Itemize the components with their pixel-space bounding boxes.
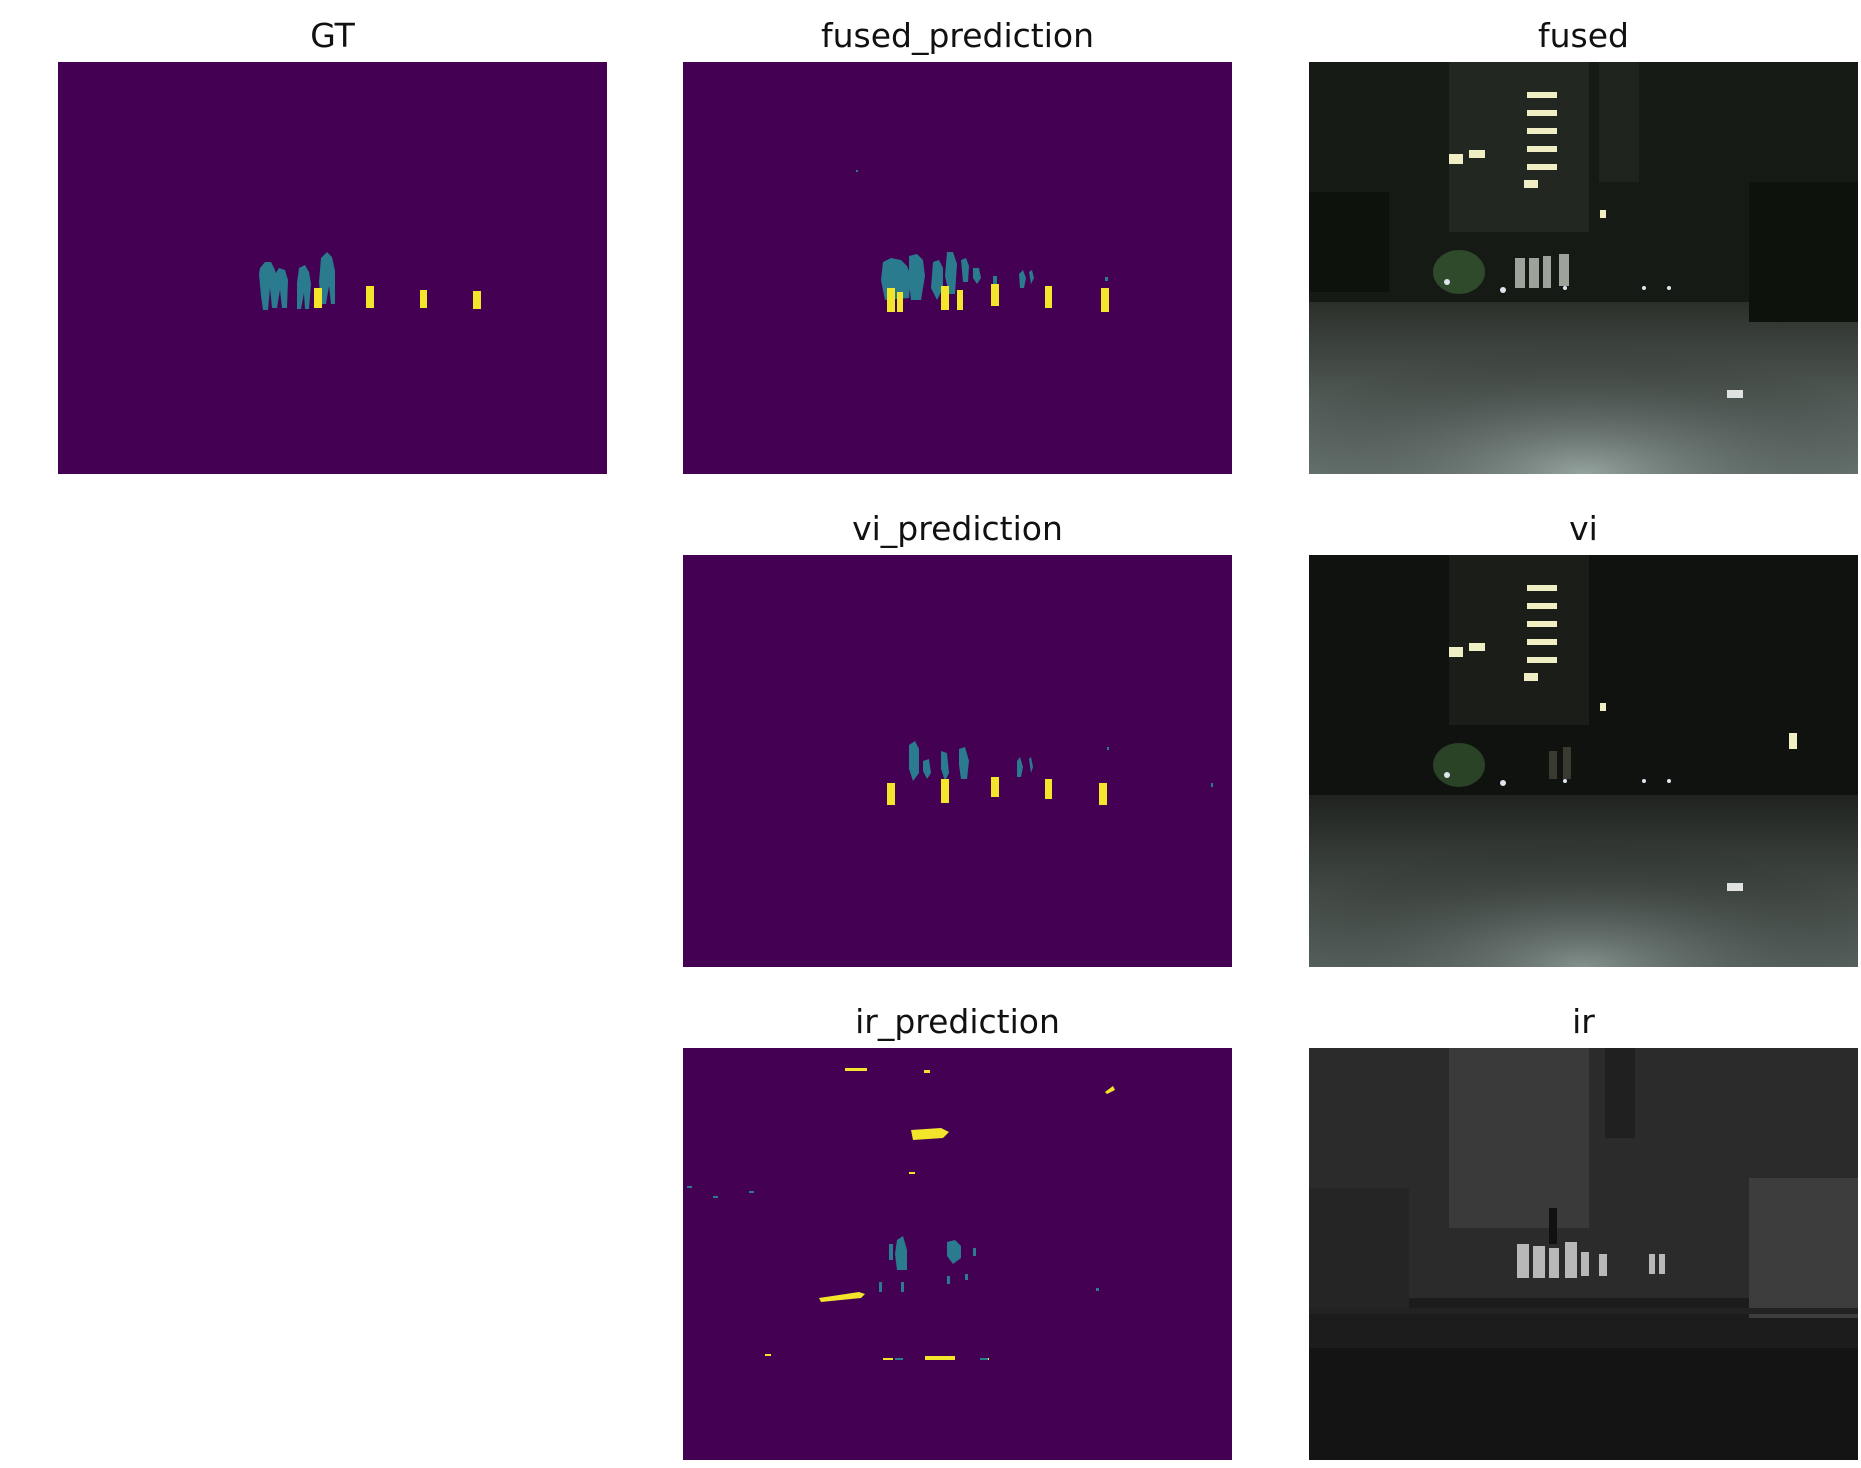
panel-vi: vi [1309, 509, 1858, 967]
panel-fused: fused [1309, 16, 1858, 474]
fused-photo-image [1309, 62, 1858, 474]
panel-title: GT [310, 16, 355, 55]
panel-title: ir_prediction [855, 1002, 1060, 1041]
ir-photo-image [1309, 1048, 1858, 1460]
panel-gt: GT [58, 16, 607, 474]
panel-title: vi_prediction [852, 509, 1063, 548]
panel-ir: ir [1309, 1002, 1858, 1460]
panel-title: fused [1538, 16, 1629, 55]
fused-prediction-mask-image [683, 62, 1232, 474]
vi-photo-image [1309, 555, 1858, 967]
panel-vi-prediction: vi_prediction [683, 509, 1232, 967]
ir-prediction-mask-image [683, 1048, 1232, 1460]
panel-title: vi [1569, 509, 1598, 548]
gt-mask-image [58, 62, 607, 474]
panel-fused-prediction: fused_prediction [683, 16, 1232, 474]
panel-title: fused_prediction [820, 16, 1095, 55]
panel-ir-prediction: ir_prediction [683, 1002, 1232, 1460]
panel-title: ir [1572, 1002, 1595, 1041]
vi-prediction-mask-image [683, 555, 1232, 967]
